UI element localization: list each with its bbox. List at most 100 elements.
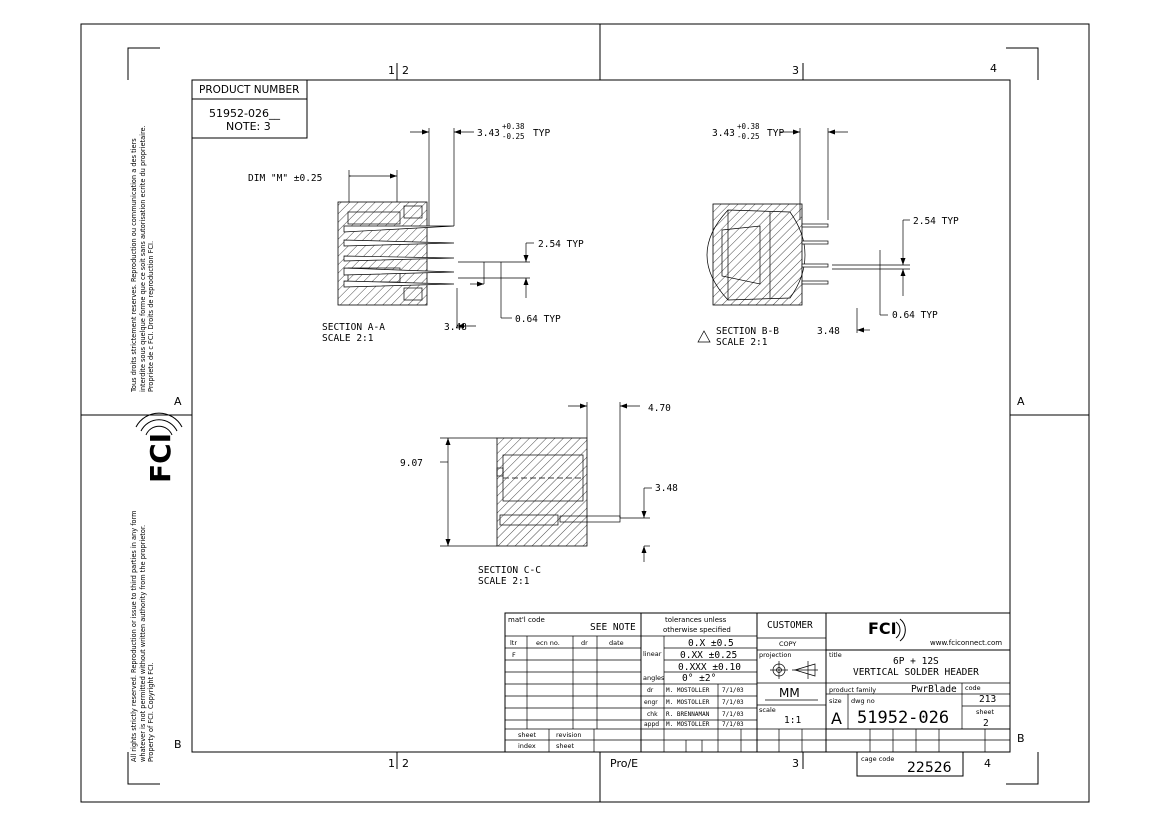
cc-title: SECTION C-C [478,565,541,576]
product-number-box: PRODUCT NUMBER 51952-026__ NOTE: 3 [191,79,308,139]
legal-english: All rights strictly reserved. Reproducti… [130,510,156,762]
product-family-label: product family [829,686,876,694]
sign-name-0: M. MOSTOLLER [666,687,710,694]
legal-french: Tous droits strictement reserves. Reprod… [130,125,156,392]
aa-dim-m: DIM "M" ±0.25 [248,173,322,184]
zone-bottom-2: 2 [402,757,409,770]
zone-top-1: 1 [388,64,395,77]
zone-bottom-proe: Pro/E [610,757,638,770]
projection-label: projection [759,651,791,659]
sign-role-2: chk [647,711,658,718]
sign-date-2: 7/1/03 [722,711,744,718]
aa-typ: TYP [533,128,550,139]
sign-date-1: 7/1/03 [722,699,744,706]
tol-header-2: otherwise specified [663,626,731,634]
product-note: NOTE: 3 [226,120,271,133]
sheet-no-value: 2 [983,718,989,729]
title-line-1: 6P + 12S [893,656,939,667]
dwg-no-value: 51952-026 [857,708,949,728]
bb-tol-plus: +0.38 [737,122,760,131]
tol-header-1: tolerances unless [665,616,727,624]
section-aa-view: DIM "M" ±0.25 3.43 +0.38 -0.25 TYP 2.54 … [248,122,584,344]
rev-ltr-value: F [512,651,516,659]
aa-pitch: 2.54 TYP [538,239,584,250]
angles-label: angles [643,674,665,682]
copy-label: COPY [779,640,796,648]
zone-top-3: 3 [792,64,799,77]
product-number-header: PRODUCT NUMBER [199,84,299,96]
cc-depth: 3.48 [655,483,678,494]
logo-text: FCI [144,433,177,483]
cc-scale: SCALE 2:1 [478,576,530,587]
product-family-value: PwrBlade [911,684,957,695]
sign-name-3: M. MOSTOLLER [666,721,710,728]
row-left-a: A [174,395,182,408]
title-block: mat'l code SEE NOTE ltr ecn no. dr date … [504,612,1011,753]
sheet-label: sheet [518,731,537,739]
sign-name-1: M. MOSTOLLER [666,699,710,706]
customer-label: CUSTOMER [767,620,813,631]
cc-width: 4.70 [648,403,671,414]
cage-code-label: cage code [861,755,894,763]
cage-code-value: 22526 [907,760,952,776]
zone-bottom-1: 1 [388,757,395,770]
revision-label: revision [556,731,581,739]
fci-logo-block: FCI [868,618,906,642]
zone-top-2: 2 [402,64,409,77]
aa-tol-minus: -0.25 [502,132,525,141]
size-value: A [831,709,842,728]
rev-header-ltr: ltr [510,639,517,647]
size-label: size [829,697,842,705]
rev-header-date: date [609,639,624,647]
scale-label: scale [759,706,776,714]
aa-title: SECTION A-A [322,322,385,333]
fci-logo-left: FCI [135,412,183,483]
bb-typ: TYP [767,128,784,139]
tol-xx: 0.XX ±0.25 [680,650,737,661]
sheet-no-label: sheet [976,708,995,716]
sign-date-3: 7/1/03 [722,721,744,728]
rev-header-ecn: ecn no. [536,639,560,647]
sheet-label-2: sheet [556,742,575,750]
tol-xxx: 0.XXX ±0.10 [678,662,741,673]
section-cc-view: 4.70 9.07 3.48 SECTION C-C SCALE 2:1 [400,402,678,587]
sign-role-0: dr [647,687,654,694]
bb-pitch: 2.54 TYP [913,216,959,227]
signature-rows: dr M. MOSTOLLER 7/1/03 engr M. MOSTOLLER… [644,687,744,728]
title-line-2: VERTICAL SOLDER HEADER [853,667,979,678]
product-number-value: 51952-026__ [209,107,280,120]
cage-code-box: cage code 22526 [856,751,964,777]
sign-role-1: engr [644,699,658,706]
cc-height: 9.07 [400,458,423,469]
aa-dim-top: 3.43 [477,128,500,139]
zone-bottom-3: 3 [792,757,799,770]
title-label: title [829,651,842,659]
website: www.fciconnect.com [930,639,1002,647]
projection-symbol-icon [770,661,818,679]
warning-icon [697,330,711,343]
aa-depth: 3.48 [444,322,467,333]
row-right-a: A [1017,395,1025,408]
section-bb-view: 3.43 +0.38 -0.25 TYP 2.54 TYP 0.64 TYP 3… [697,122,959,348]
code-label: code [965,684,981,692]
bb-scale: SCALE 2:1 [716,337,768,348]
aa-scale: SCALE 2:1 [322,333,374,344]
row-left-b: B [174,738,182,751]
bb-tol-minus: -0.25 [737,132,760,141]
sign-name-2: R. BRENNAMAN [666,711,710,718]
scale-value: 1:1 [784,715,801,726]
matl-code-label: mat'l code [508,616,545,624]
aa-pin: 0.64 TYP [515,314,561,325]
tol-angle: 0° ±2° [682,673,716,684]
units-mm: MM [779,686,800,700]
sign-role-3: appd [644,721,659,728]
rev-header-dr: dr [581,639,588,647]
row-right-b: B [1017,732,1025,745]
zone-bottom-4: 4 [984,757,991,770]
bb-title: SECTION B-B [716,326,779,337]
sign-date-0: 7/1/03 [722,687,744,694]
index-label: index [518,742,536,750]
tol-x: 0.X ±0.5 [688,638,734,649]
legal-notes: Tous droits strictement reserves. Reprod… [130,125,156,762]
see-note: SEE NOTE [590,622,636,633]
